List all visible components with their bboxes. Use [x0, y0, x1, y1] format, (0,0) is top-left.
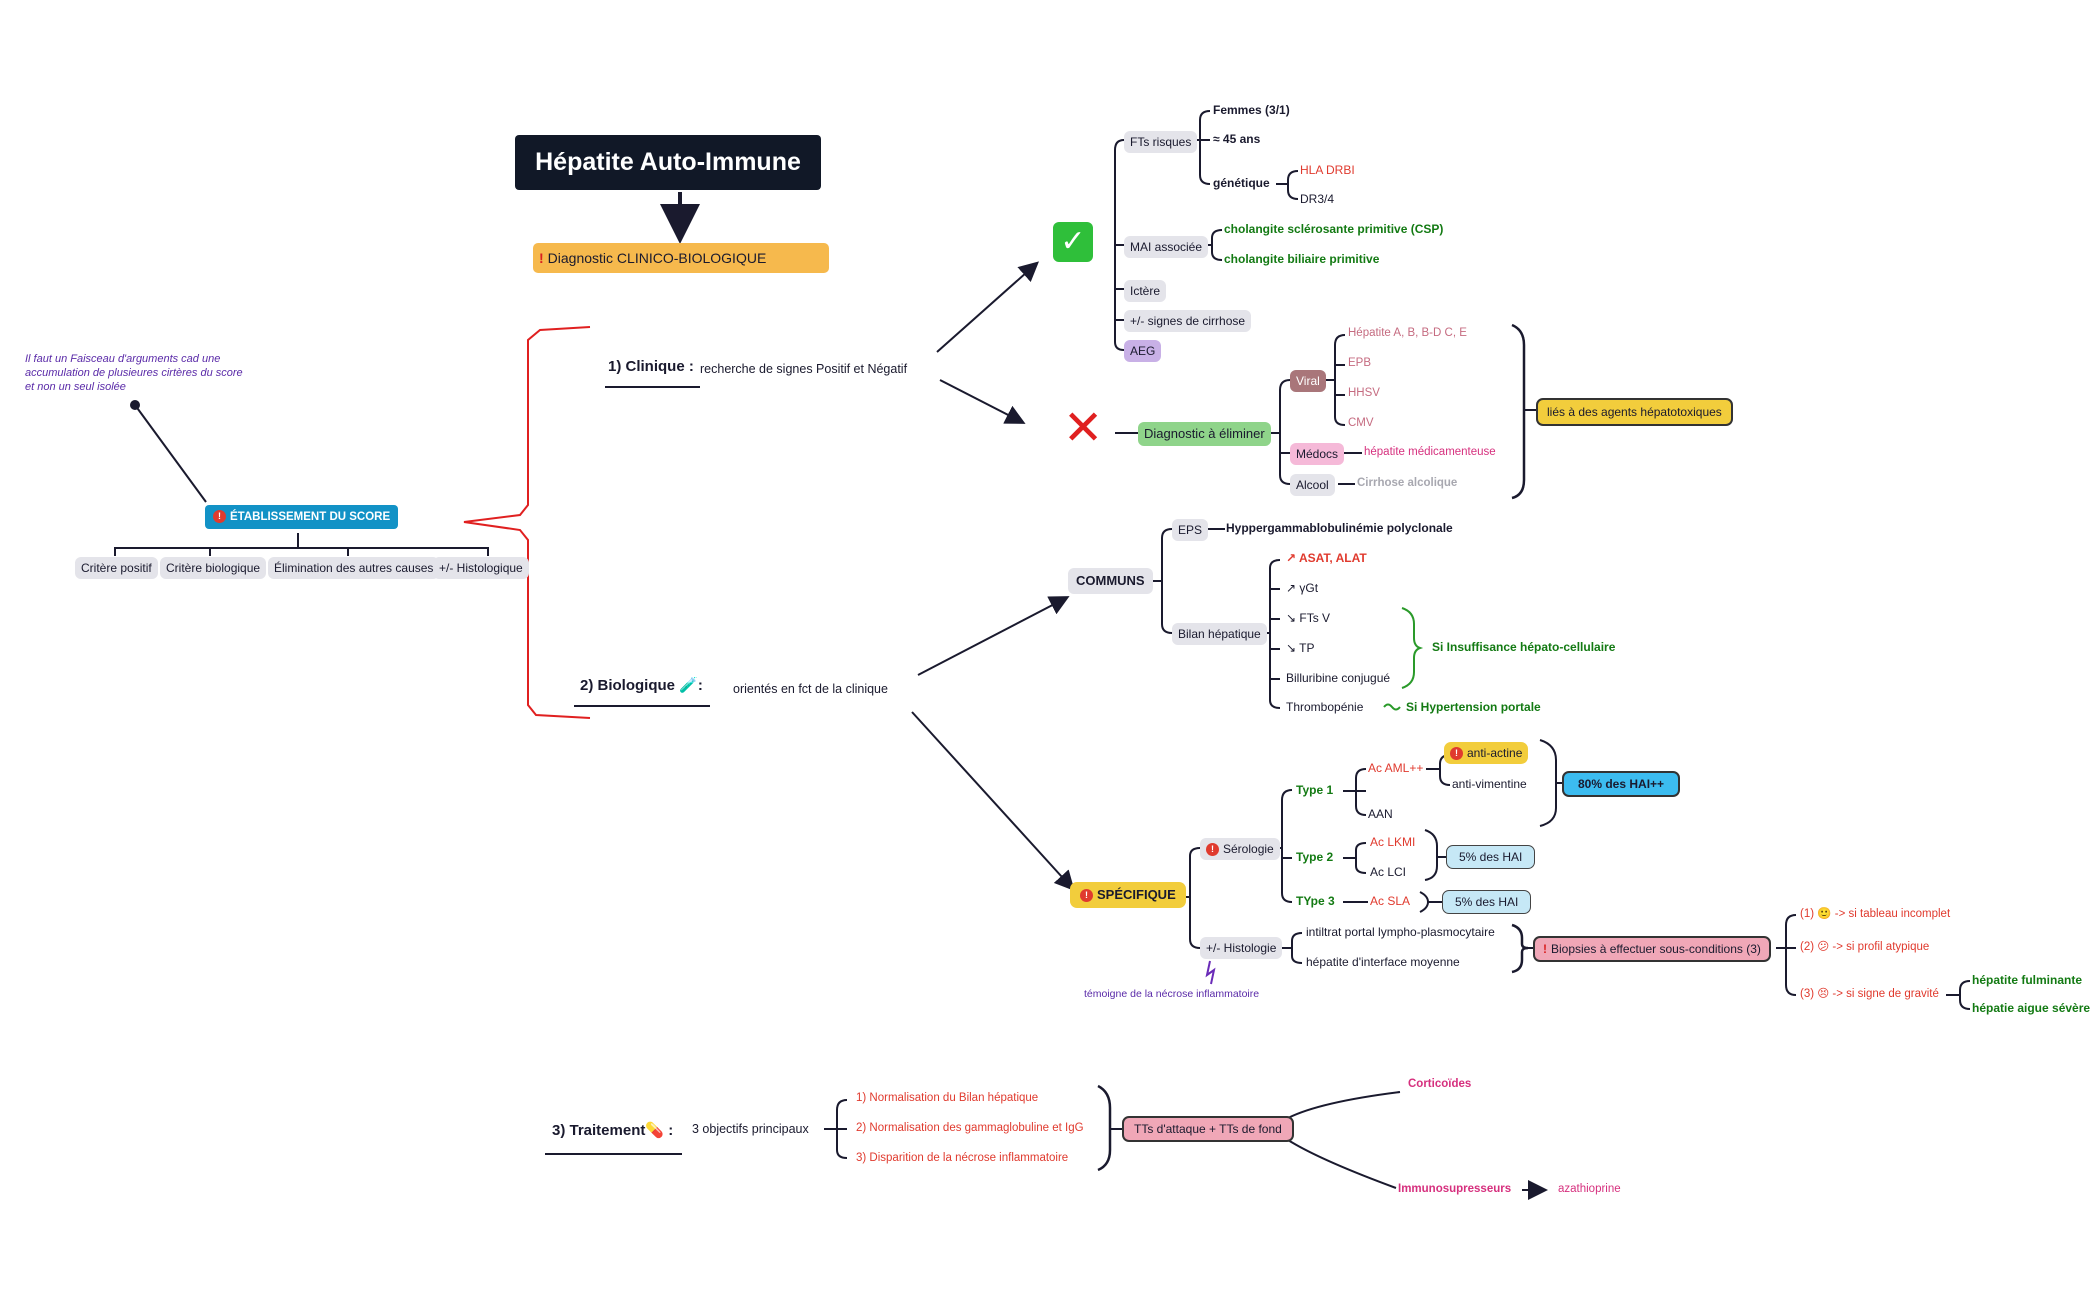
- page-title: Hépatite Auto-Immune: [515, 135, 821, 190]
- fts-risques-node: FTs risques: [1124, 131, 1198, 153]
- eps-value: Hyppergammablobulinémie polyclonale: [1226, 521, 1453, 535]
- score-item-critere-positif: Critère positif: [75, 557, 158, 579]
- alcool-value: Cirrhose alcolique: [1357, 477, 1458, 489]
- gen-item-hla: HLA DRBI: [1300, 163, 1355, 177]
- specifique-label: SPÉCIFIQUE: [1097, 887, 1176, 902]
- score-item-histologique: +/- Histologique: [433, 557, 529, 579]
- condition-1: (1) 🙂 -> si tableau incomplet: [1800, 908, 1951, 920]
- score-label: ÉTABLISSEMENT DU SCORE: [230, 511, 391, 523]
- ac-lc-label: Ac LCI: [1370, 865, 1407, 879]
- biologique-label: 2) Biologique 🧪:: [580, 677, 703, 694]
- biopsies-node: ! Biopsies à effectuer sous-conditions (3…: [1533, 936, 1771, 962]
- fts-item-age: ≈ 45 ans: [1213, 132, 1261, 146]
- diagnostic-badge: !Diagnostic CLINICO-BIOLOGIQUE: [533, 243, 829, 273]
- anti-actine-node: ! anti-actine: [1444, 742, 1529, 764]
- exclamation-icon: !: [539, 250, 544, 266]
- ac-lkm-label: Ac LKMI: [1370, 835, 1416, 849]
- mai-item-csp: cholangite sclérosante primitive (CSP): [1224, 222, 1444, 236]
- fts-item-femmes: Femmes (3/1): [1213, 103, 1290, 117]
- traitement-label: 3) Traitement💊 :: [552, 1122, 674, 1139]
- check-mark-icon: ✓: [1053, 222, 1093, 262]
- alert-icon: !: [1206, 843, 1219, 857]
- gravite-aigue: hépatie aigue sévère: [1972, 1001, 2091, 1015]
- corticoides-label: Corticoïdes: [1408, 1078, 1472, 1090]
- gravite-fulminante: hépatite fulminante: [1972, 973, 2083, 987]
- clinique-desc: recherche de signes Positif et Négatif: [700, 362, 908, 376]
- histo-item-interface: hépatite d'interface moyenne: [1306, 955, 1460, 969]
- hepatotox-node: liés à des agents hépatotoxiques: [1536, 398, 1733, 426]
- viral-item-hhsv: HHSV: [1348, 387, 1380, 399]
- specifique-node: ! SPÉCIFIQUE: [1070, 882, 1186, 908]
- immuno-label: Immunosupresseurs: [1398, 1183, 1512, 1195]
- azathioprine-label: azathioprine: [1558, 1183, 1621, 1195]
- alert-icon: !: [1450, 747, 1463, 761]
- type1-label: Type 1: [1296, 783, 1334, 797]
- medocs-value: hépatite médicamenteuse: [1364, 446, 1496, 458]
- ac-sla-label: Ac SLA: [1370, 894, 1411, 908]
- ac-aml-label: Ac AML++: [1368, 761, 1424, 775]
- anti-actine-label: anti-actine: [1467, 746, 1523, 760]
- diagnostic-label: Diagnostic CLINICO-BIOLOGIQUE: [547, 250, 767, 266]
- alcool-node: Alcool: [1290, 474, 1335, 496]
- bilan-item-tp: ↘ TP: [1286, 641, 1315, 655]
- viral-item-cmv: CMV: [1348, 417, 1374, 429]
- score-item-critere-biologique: Critère biologique: [160, 557, 267, 579]
- pct5b-node: 5% des HAI: [1442, 890, 1532, 914]
- diagnostic-eliminer-node: Diagnostic à éliminer: [1138, 422, 1271, 446]
- mai-node: MAI associée: [1124, 236, 1209, 258]
- exclamation-icon: !: [1543, 942, 1547, 956]
- htp-label: Si Hypertension portale: [1406, 700, 1541, 714]
- biologique-desc: orientés en fct de la clinique: [733, 682, 888, 696]
- traitement-desc: 3 objectifs principaux: [692, 1122, 809, 1136]
- alert-icon: !: [1080, 889, 1093, 903]
- viral-item-hepatites: Hépatite A, B, B-D C, E: [1348, 327, 1467, 339]
- condition-3: (3) 😣 -> si signe de gravité: [1800, 988, 1939, 1000]
- alert-icon: !: [213, 510, 226, 524]
- ictere-node: Ictère: [1124, 280, 1167, 302]
- bilan-item-ftsv: ↘ FTs V: [1286, 611, 1331, 625]
- score-note: Il faut un Faisceau d'arguments cad une …: [25, 353, 243, 393]
- clinique-label: 1) Clinique :: [608, 358, 694, 375]
- histo-item-infiltrat: intiltrat portal lympho-plasmocytaire: [1306, 925, 1495, 939]
- ihc-label: Si Insuffisance hépato-cellulaire: [1432, 640, 1616, 654]
- objectif-1: 1) Normalisation du Bilan hépatique: [856, 1092, 1039, 1104]
- type3-label: TYpe 3: [1296, 894, 1335, 908]
- biopsies-label: Biopsies à effectuer sous-conditions (3): [1551, 942, 1761, 956]
- cross-mark-icon: ✕: [1063, 402, 1104, 455]
- necrose-note: témoigne de la nécrose inflammatoire: [1084, 988, 1260, 1000]
- score-item-elimination: Élimination des autres causes: [268, 557, 440, 579]
- bilan-node: Bilan hépatique: [1172, 623, 1267, 645]
- viral-item-epb: EPB: [1348, 357, 1372, 369]
- viral-node: Viral: [1290, 370, 1326, 392]
- serologie-node: ! Sérologie: [1200, 838, 1280, 860]
- aan-label: AAN: [1368, 807, 1393, 821]
- anti-vimentine-label: anti-vimentine: [1452, 777, 1527, 791]
- communs-node: COMMUNS: [1068, 568, 1153, 594]
- fts-item-genetique: génétique: [1213, 176, 1270, 190]
- histologie-node: +/- Histologie: [1200, 937, 1283, 959]
- score-node[interactable]: ! ÉTABLISSEMENT DU SCORE: [205, 505, 399, 529]
- tts-node: TTs d'attaque + TTs de fond: [1122, 1116, 1294, 1142]
- gen-item-dr34: DR3/4: [1300, 192, 1335, 206]
- pct80-node: 80% des HAI++: [1562, 771, 1681, 797]
- serologie-label: Sérologie: [1223, 842, 1274, 856]
- medocs-node: Médocs: [1290, 443, 1345, 465]
- pct5a-node: 5% des HAI: [1446, 845, 1536, 869]
- objectif-3: 3) Disparition de la nécrose inflammatoi…: [856, 1152, 1069, 1164]
- objectif-2: 2) Normalisation des gammaglobuline et I…: [856, 1122, 1084, 1134]
- mai-item-cbp: cholangite biliaire primitive: [1224, 252, 1380, 266]
- type2-label: Type 2: [1296, 850, 1334, 864]
- eps-node: EPS: [1172, 519, 1209, 541]
- bilan-item-bilirubine: Billuribine conjugué: [1286, 671, 1391, 685]
- bilan-item-thrombopenie: Thrombopénie: [1286, 700, 1364, 714]
- bilan-item-asat: ↗ ASAT, ALAT: [1286, 551, 1367, 565]
- aeg-node: AEG: [1124, 340, 1162, 362]
- bilan-item-ygt: ↗ γGt: [1286, 581, 1319, 595]
- cirrhose-signes-node: +/- signes de cirrhose: [1124, 310, 1252, 332]
- condition-2: (2) 😕 -> si profil atypique: [1800, 941, 1930, 953]
